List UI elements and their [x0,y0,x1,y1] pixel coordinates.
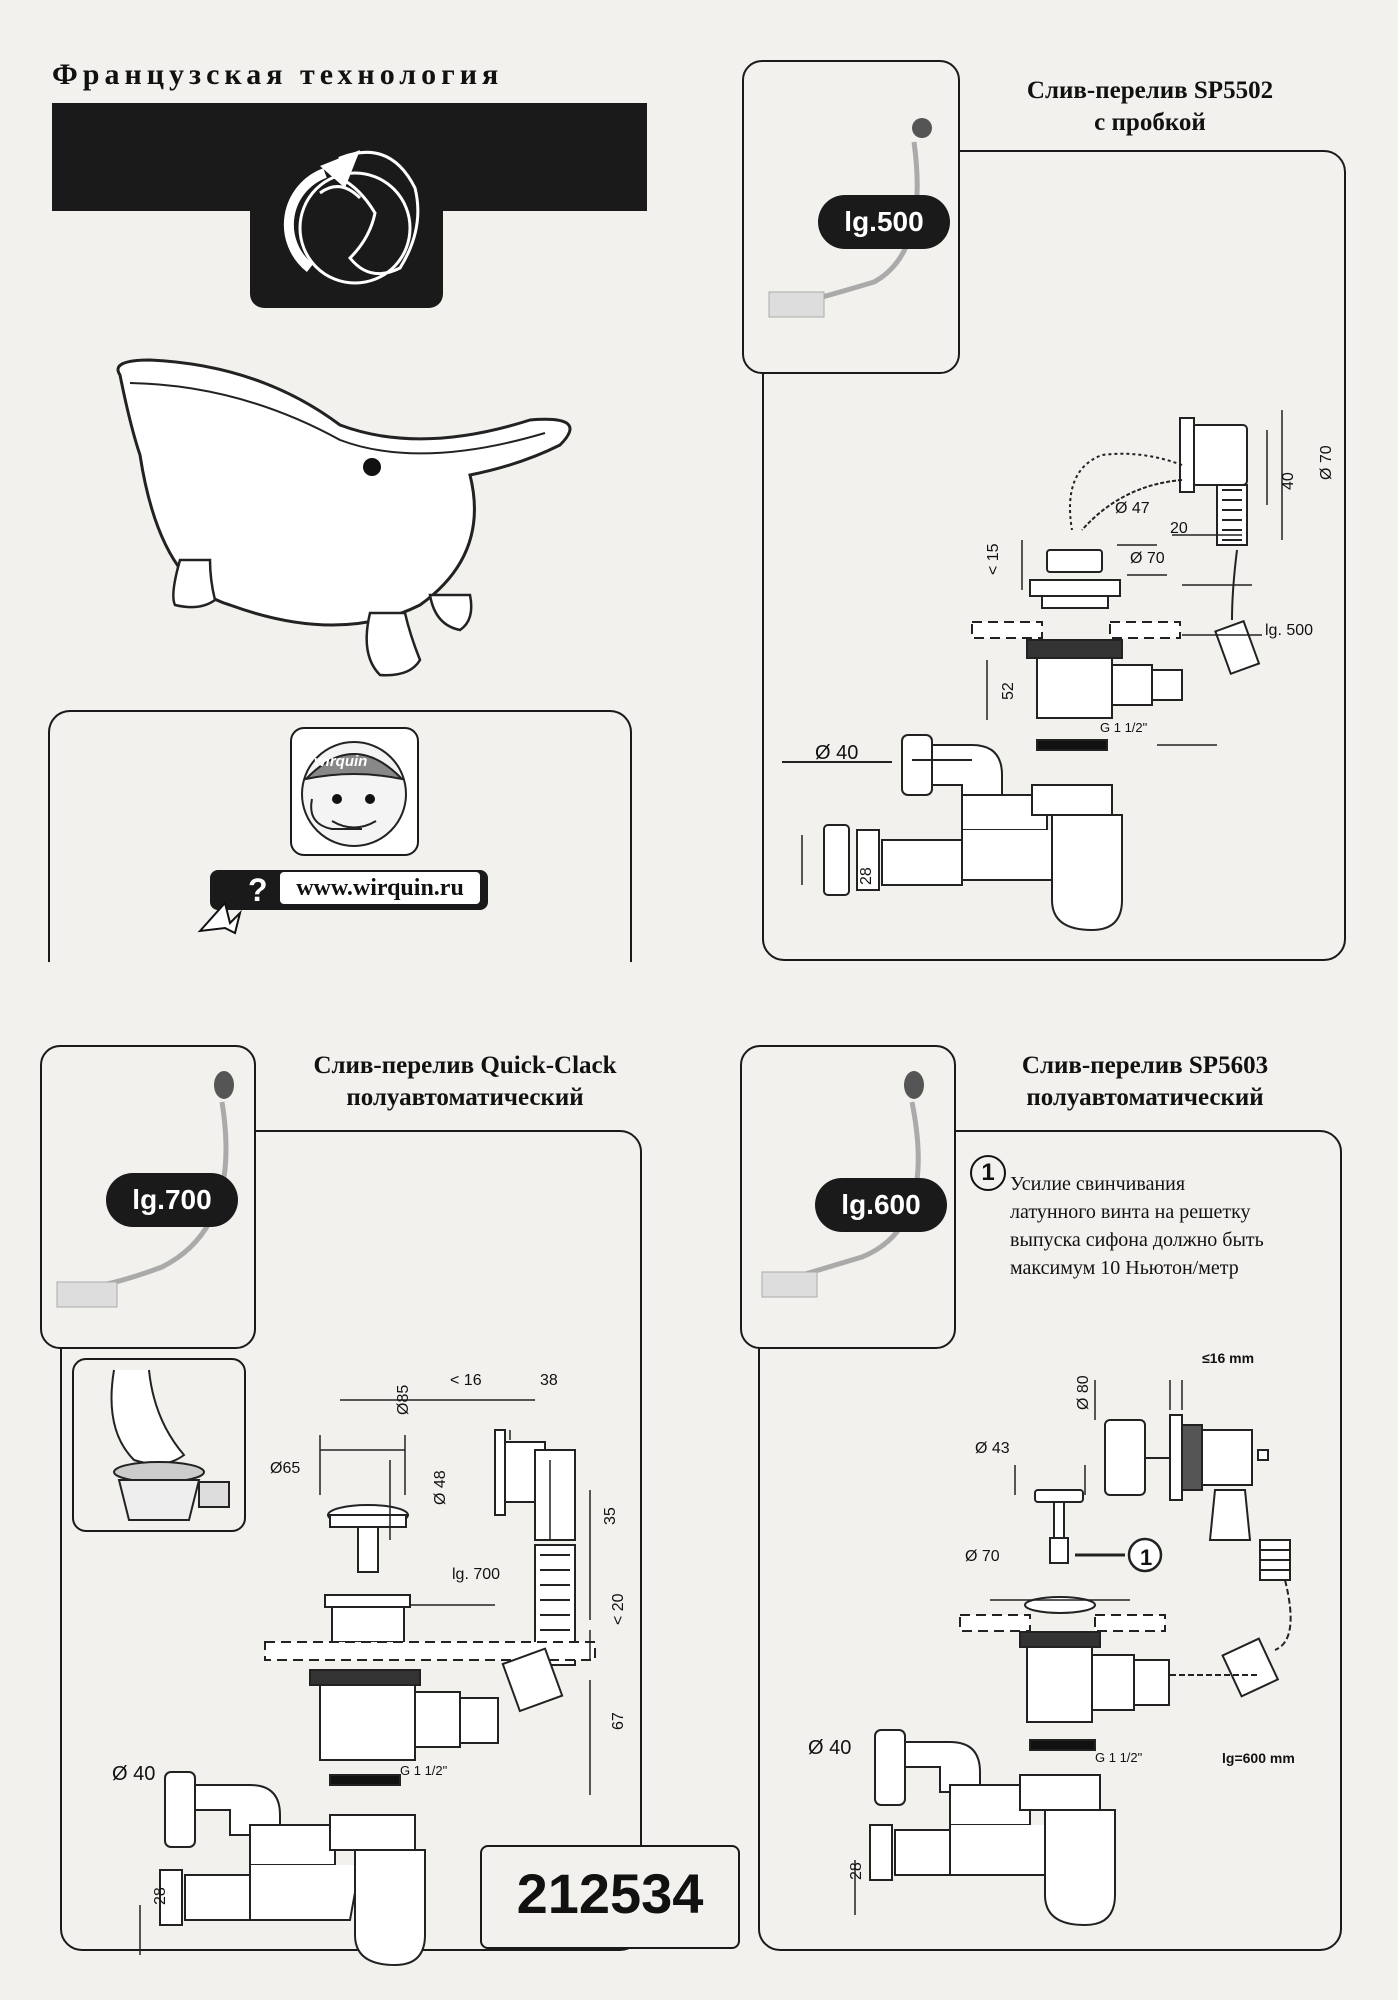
sp5603-title: Слив-перелив SP5603 полуавтоматический [980,1050,1310,1114]
sp5502-dim-d47: Ø 47 [1115,500,1150,517]
wirquin-logo: wirquin [290,727,419,856]
website-url: www.wirquin.ru [280,872,480,904]
quick-dim-lg700: lg. 700 [452,1566,501,1583]
sp5502-title: Слив-перелив SP5502 с пробкой [985,75,1315,139]
note-number: 1 [981,1159,995,1186]
quick-clack-title-line2: полуавтоматический [346,1084,584,1111]
article-number-box: 212534 [480,1845,740,1949]
sp5603-note: Усилие свинчивания латунного винта на ре… [1010,1170,1264,1282]
quick-dim-38: 38 [540,1372,558,1389]
sp5603-title-line2: полуавтоматический [1026,1084,1264,1111]
note-line2: латунного винта на решетку [1010,1201,1251,1223]
note-line4: максимум 10 Ньютон/метр [1010,1257,1239,1279]
sp5502-dim-d70: Ø 70 [1130,550,1165,567]
sp5603-dim-lg600: lg=600 mm [1222,1750,1295,1766]
quick-dim-lt16: < 16 [450,1372,482,1389]
sp5603-dim-d43: Ø 43 [975,1440,1010,1457]
quick-dim-d48: Ø 48 [432,1470,449,1505]
sp5502-dim-20: 20 [1170,520,1188,537]
sp5502-dim-lg500: lg. 500 [1265,622,1314,639]
mascot-face-icon [301,741,407,847]
quick-clack-title-line1: Слив-перелив Quick-Clack [313,1052,617,1079]
sp5603-thumbnail-drawing [761,1071,924,1298]
sp5603-dim-d80: Ø 80 [1075,1375,1092,1410]
quick-dim-35: 35 [602,1507,619,1525]
quick-dim-28: 28 [152,1887,169,1905]
quick-clack-length-badge: lg.700 [106,1173,238,1227]
help-icon: ? [248,872,268,908]
sp5502-thumbnail-drawing [768,118,932,318]
sp5603-dim-lt16mm: ≤16 mm [1202,1350,1255,1366]
logo-text: wirquin [314,753,368,770]
sp5502-dim-g112: G 1 1/2" [1100,720,1148,735]
article-number: 212534 [516,1862,704,1925]
quick-dim-d40: Ø 40 [112,1763,156,1785]
clawfoot-bathtub-illustration [116,358,572,677]
sp5603-title-line1: Слив-перелив SP5603 [1021,1052,1269,1079]
quick-dim-g112: G 1 1/2" [400,1763,448,1778]
foot-press-icon [110,1369,230,1521]
sp5502-title-line2: с пробкой [1094,109,1206,136]
sp5502-title-line1: Слив-перелив SP5502 [1026,77,1274,104]
quick-dim-lt20: < 20 [610,1593,627,1625]
turning-hand-icon [283,150,420,285]
sp5603-callout: 1 [1140,1545,1153,1570]
note-line3: выпуска сифона должно быть [1010,1229,1264,1251]
cursor-icon [197,900,242,935]
sp5603-dim-28: 28 [848,1862,865,1880]
quick-clack-thumbnail-drawing [56,1071,234,1308]
sp5603-length-badge: lg.600 [815,1178,947,1232]
sp5502-dim-d70-top: Ø 70 [1318,445,1335,480]
sp5502-length-badge: lg.500 [818,195,950,249]
sp5603-dim-d40: Ø 40 [808,1737,852,1759]
sp5502-technical-drawing [782,410,1283,932]
quick-clack-title: Слив-перелив Quick-Clack полуавтоматичес… [285,1050,645,1114]
brand-panel [48,710,632,962]
quick-dim-67: 67 [610,1712,627,1730]
quick-dim-d65: Ø65 [270,1460,301,1477]
note-line1: Усилие свинчивания [1010,1173,1186,1195]
sp5603-technical-drawing [854,1380,1292,1927]
header-title: Французская технология [52,58,504,91]
sp5502-dim-28: 28 [858,867,875,885]
sp5502-dim-52: 52 [1000,682,1017,700]
sp5502-dim-d40: Ø 40 [815,742,859,764]
quick-clack-technical-drawing [139,1399,596,1967]
technology-badge [250,118,443,308]
sp5603-dim-g112: G 1 1/2" [1095,1750,1143,1765]
sp5502-dim-40-top: 40 [1280,472,1297,490]
sp5603-dim-d70: Ø 70 [965,1548,1000,1565]
website-link[interactable]: ? www.wirquin.ru [210,870,488,910]
quick-dim-d85: Ø85 [395,1384,412,1415]
sp5502-dim-lt15: < 15 [985,543,1002,575]
quick-clack-foot-inset [72,1358,246,1532]
note-number-badge: 1 [970,1155,1006,1191]
